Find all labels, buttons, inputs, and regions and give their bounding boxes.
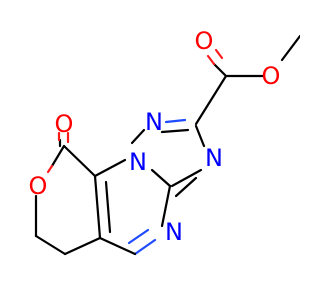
- bond-n-right-c3a: [170, 168, 203, 188]
- bond-c3a-n-pyr: [160, 184, 172, 228]
- bond-n-pyr-c5: [133, 238, 157, 256]
- bond-c5a-c9a: [93, 174, 102, 240]
- molecule-canvas: O O O O N N N N: [29, 27, 300, 256]
- atom-o-ketone: O: [55, 110, 74, 138]
- bond-ester-carbonyl-o-2: [214, 48, 224, 60]
- bond-c2-ester-c: [194, 74, 228, 126]
- atom-o-ester-carbonyl: O: [195, 27, 214, 55]
- atom-o-ring: O: [29, 172, 48, 200]
- bond-c9-c9a: [62, 144, 97, 178]
- bond-n-bridge-c3a: [150, 168, 172, 188]
- atom-n-pyrimidine: N: [165, 218, 183, 246]
- bond-ester-c-o-carbonyl: [212, 62, 228, 78]
- atom-n-triazole-right: N: [205, 144, 223, 172]
- bond-n-top-c2-double: [160, 128, 190, 134]
- bond-ester-carbonyl-o-1: [206, 54, 216, 66]
- atom-n-triazole-bridge: N: [129, 148, 147, 176]
- bond-ch2-c5a: [63, 236, 102, 256]
- bond-c5-n-pyr-double: [127, 228, 150, 245]
- bond-c9-o-ring-right: [46, 164, 54, 174]
- bond-n-right-c3a-double: [174, 176, 198, 198]
- bond-c9-o-ring-left: [50, 144, 66, 168]
- structure-diagram: O O O O N N N N: [29, 27, 300, 256]
- bond-c5-c5a: [98, 236, 137, 256]
- bond-ch2-ch2: [34, 234, 67, 256]
- bond-n-bridge-n-top: [130, 128, 146, 145]
- bond-c2-n-right: [194, 124, 206, 148]
- bond-o-methyl: [280, 34, 300, 62]
- bond-c9a-n-bridge: [93, 158, 127, 178]
- atom-n-triazole-top: N: [145, 108, 163, 136]
- atom-o-ester-single: O: [262, 62, 281, 90]
- bond-c5a-c9a-inner: [104, 180, 112, 234]
- bond-n-top-c2: [164, 118, 187, 124]
